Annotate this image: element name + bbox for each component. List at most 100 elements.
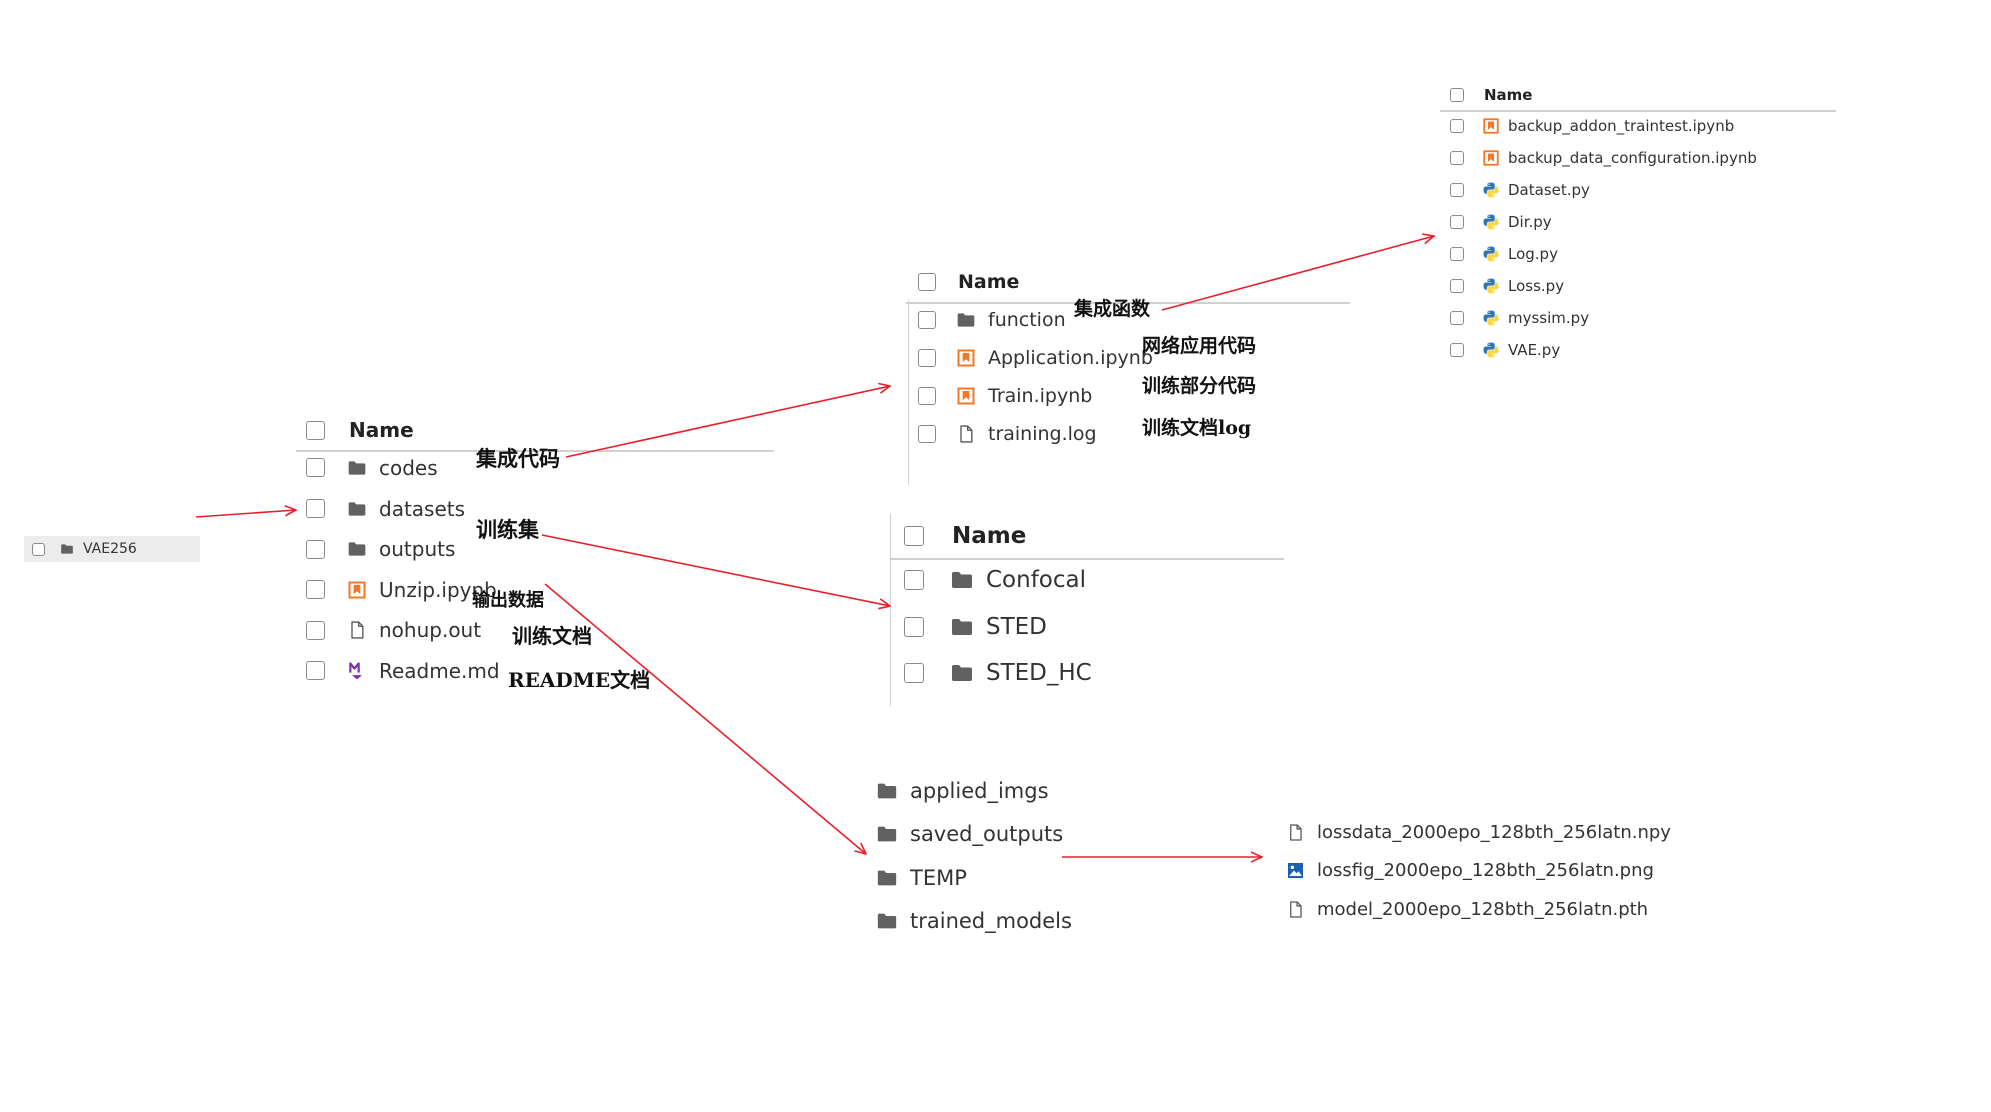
image-icon bbox=[1286, 861, 1305, 880]
file-row-backup-data-configuration-ipynb[interactable]: backup_data_configuration.ipynb bbox=[1440, 142, 1836, 174]
file-row-lossfig-2000epo-128bth-256latn-png[interactable]: lossfig_2000epo_128bth_256latn.png bbox=[1286, 851, 1706, 890]
file-row-saved-outputs[interactable]: saved_outputs bbox=[876, 813, 1176, 856]
row-checkbox[interactable] bbox=[306, 580, 325, 600]
select-all-checkbox[interactable] bbox=[306, 420, 325, 440]
row-checkbox[interactable] bbox=[918, 311, 936, 329]
name-header-label: Name bbox=[952, 523, 1027, 549]
folder-icon bbox=[876, 910, 898, 932]
file-row-confocal[interactable]: Confocal bbox=[890, 557, 1284, 604]
file-row-application-ipynb[interactable]: Application.ipynb bbox=[906, 339, 1350, 377]
file-row-sted-hc[interactable]: STED_HC bbox=[890, 650, 1284, 697]
arrow-function-to-function-panel bbox=[1161, 236, 1434, 311]
file-name: lossdata_2000epo_128bth_256latn.npy bbox=[1317, 821, 1671, 843]
file-row-outputs[interactable]: outputs bbox=[296, 529, 774, 570]
annotation-nohup: 训练文档 bbox=[512, 624, 592, 648]
file-row-trained-models[interactable]: trained_models bbox=[876, 899, 1176, 942]
file-icon bbox=[1286, 823, 1305, 842]
row-checkbox[interactable] bbox=[306, 499, 325, 519]
file-row-dataset-py[interactable]: Dataset.py bbox=[1440, 174, 1836, 206]
notebook-icon bbox=[956, 386, 976, 406]
file-row-nohup-out[interactable]: nohup.out bbox=[296, 610, 774, 651]
row-checkbox[interactable] bbox=[918, 425, 936, 443]
name-column-header[interactable]: Name bbox=[890, 514, 1284, 560]
folder-icon bbox=[876, 823, 898, 845]
row-checkbox[interactable] bbox=[904, 570, 924, 590]
row-checkbox[interactable] bbox=[1450, 247, 1464, 261]
select-all-checkbox[interactable] bbox=[1450, 88, 1464, 102]
file-name: lossfig_2000epo_128bth_256latn.png bbox=[1317, 860, 1654, 881]
file-row-backup-addon-traintest-ipynb[interactable]: backup_addon_traintest.ipynb bbox=[1440, 110, 1836, 142]
select-all-checkbox[interactable] bbox=[904, 526, 924, 546]
annotation-outputs: 输出数据 bbox=[472, 590, 544, 611]
file-name: saved_outputs bbox=[910, 822, 1064, 847]
arrow-codes-to-codes-panel bbox=[565, 386, 890, 458]
folder-icon bbox=[956, 310, 976, 330]
file-row-sted[interactable]: STED bbox=[890, 603, 1284, 650]
name-column-header[interactable]: Name bbox=[1440, 80, 1836, 112]
name-column-header[interactable]: Name bbox=[906, 262, 1350, 304]
folder-icon bbox=[876, 780, 898, 802]
python-icon bbox=[1482, 181, 1500, 199]
folder-icon bbox=[59, 542, 75, 556]
file-name: Dataset.py bbox=[1508, 181, 1590, 199]
file-name: function bbox=[988, 309, 1066, 331]
row-checkbox[interactable] bbox=[1450, 343, 1464, 357]
select-all-checkbox[interactable] bbox=[918, 273, 936, 291]
file-row-model-2000epo-128bth-256latn-pth[interactable]: model_2000epo_128bth_256latn.pth bbox=[1286, 890, 1706, 929]
file-name: myssim.py bbox=[1508, 309, 1590, 327]
row-checkbox[interactable] bbox=[306, 661, 325, 681]
row-checkbox[interactable] bbox=[1450, 279, 1464, 293]
annotation-datasets: 训练集 bbox=[476, 517, 539, 542]
file-name: datasets bbox=[379, 496, 466, 521]
file-icon bbox=[1286, 900, 1305, 919]
file-row-myssim-py[interactable]: myssim.py bbox=[1440, 302, 1836, 334]
row-checkbox[interactable] bbox=[1450, 119, 1464, 133]
file-row-datasets[interactable]: datasets bbox=[296, 488, 774, 529]
file-name: STED bbox=[986, 613, 1047, 640]
arrow-vae256-to-root bbox=[195, 510, 296, 518]
name-column-header[interactable]: Name bbox=[296, 410, 774, 452]
file-row-temp[interactable]: TEMP bbox=[876, 856, 1176, 899]
row-checkbox[interactable] bbox=[904, 663, 924, 683]
notebook-icon bbox=[1482, 117, 1500, 135]
file-row-readme-md[interactable]: Readme.md bbox=[296, 651, 774, 692]
row-checkbox[interactable] bbox=[306, 458, 325, 478]
python-icon bbox=[1482, 245, 1500, 263]
row-checkbox[interactable] bbox=[918, 387, 936, 405]
row-checkbox[interactable] bbox=[904, 616, 924, 637]
folder-icon bbox=[950, 615, 974, 639]
file-row-function[interactable]: function bbox=[906, 301, 1350, 339]
file-row-training-log[interactable]: training.log bbox=[906, 415, 1350, 453]
folder-icon bbox=[950, 661, 974, 685]
folder-icon bbox=[876, 867, 898, 889]
file-row-dir-py[interactable]: Dir.py bbox=[1440, 206, 1836, 238]
row-checkbox[interactable] bbox=[918, 349, 936, 367]
row-checkbox[interactable] bbox=[1450, 215, 1464, 229]
file-row-lossdata-2000epo-128bth-256latn-npy[interactable]: lossdata_2000epo_128bth_256latn.npy bbox=[1286, 813, 1706, 852]
row-checkbox[interactable] bbox=[1450, 311, 1464, 325]
file-row-loss-py[interactable]: Loss.py bbox=[1440, 270, 1836, 302]
annotation-readme: README文档 bbox=[508, 668, 651, 692]
row-checkbox[interactable] bbox=[306, 620, 325, 640]
file-name: Log.py bbox=[1508, 245, 1558, 263]
row-checkbox[interactable] bbox=[1450, 151, 1464, 165]
root-folder-vae256[interactable]: VAE256 bbox=[24, 536, 200, 562]
row-checkbox[interactable] bbox=[1450, 183, 1464, 197]
codes-panel-divider bbox=[908, 300, 909, 485]
file-row-codes[interactable]: codes bbox=[296, 448, 774, 489]
folder-icon bbox=[347, 458, 367, 478]
vae256-checkbox[interactable] bbox=[32, 542, 45, 556]
file-name: trained_models bbox=[910, 908, 1072, 933]
file-row-vae-py[interactable]: VAE.py bbox=[1440, 334, 1836, 366]
file-row-unzip-ipynb[interactable]: Unzip.ipynb bbox=[296, 570, 774, 611]
python-icon bbox=[1482, 277, 1500, 295]
file-name: Readme.md bbox=[379, 658, 500, 683]
file-row-applied-imgs[interactable]: applied_imgs bbox=[876, 769, 1176, 812]
file-row-train-ipynb[interactable]: Train.ipynb bbox=[906, 377, 1350, 415]
row-checkbox[interactable] bbox=[306, 539, 325, 559]
file-name: TEMP bbox=[910, 865, 967, 890]
file-icon bbox=[956, 424, 976, 444]
file-row-log-py[interactable]: Log.py bbox=[1440, 238, 1836, 270]
